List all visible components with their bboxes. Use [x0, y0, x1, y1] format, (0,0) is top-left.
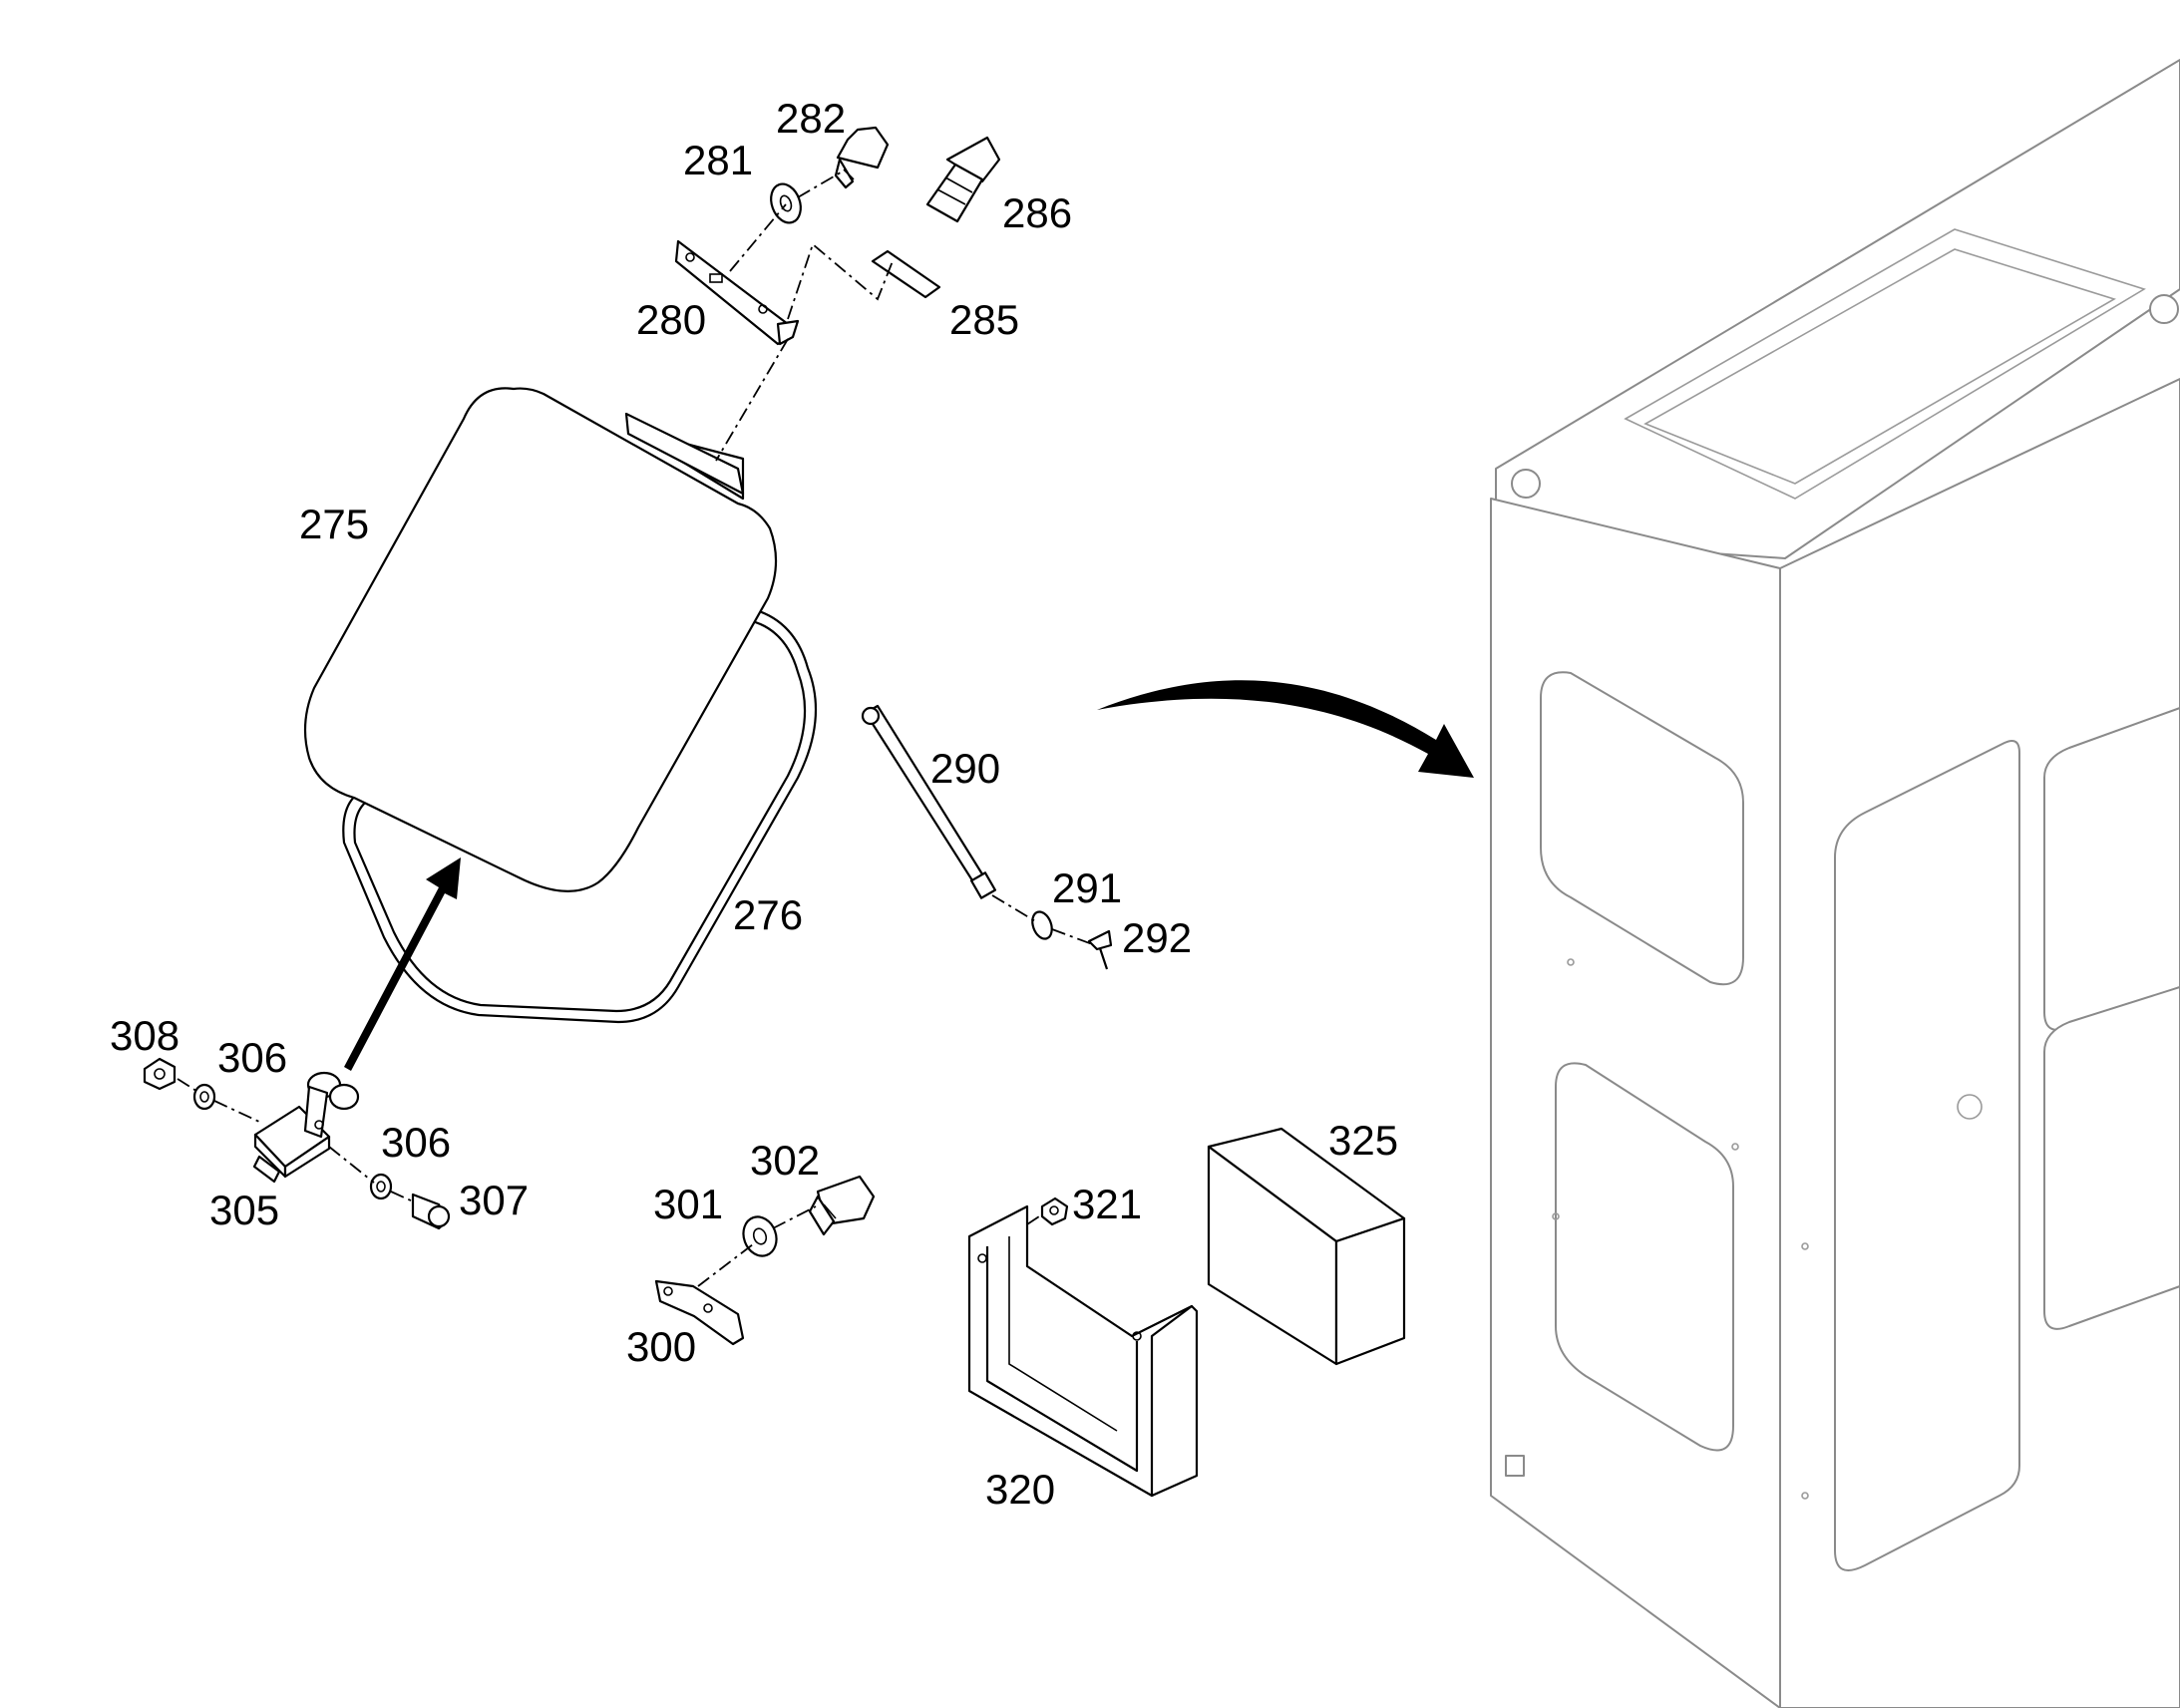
- part-282-bolt: [834, 126, 890, 189]
- part-321-nut: [1040, 1196, 1069, 1226]
- part-307-screw: [411, 1193, 451, 1230]
- part-325-box: [1207, 1127, 1406, 1366]
- part-305-clamp: [252, 1071, 360, 1184]
- leader-306-305: [213, 1100, 260, 1123]
- callout-280: 280: [636, 296, 706, 343]
- callout-300: 300: [626, 1323, 696, 1370]
- callout-305: 305: [209, 1187, 279, 1233]
- callout-276: 276: [733, 891, 803, 938]
- leader-308-306: [177, 1078, 200, 1094]
- leader-290-291: [991, 894, 1038, 923]
- leader-320-321: [1026, 1213, 1043, 1225]
- insert-arrow: [344, 857, 461, 1071]
- part-301-washer: [742, 1215, 778, 1257]
- callout-282: 282: [776, 95, 846, 142]
- leader-305-306b: [328, 1146, 375, 1184]
- callout-285: 285: [949, 296, 1019, 343]
- leader-301-302: [772, 1205, 817, 1229]
- part-300-bracket: [654, 1279, 745, 1346]
- callout-301: 301: [653, 1181, 723, 1227]
- part-302-bolt: [808, 1175, 876, 1236]
- callout-290: 290: [930, 745, 1000, 792]
- part-275-cover: [303, 387, 778, 892]
- part-286-bolt: [925, 136, 1001, 223]
- callout-302: 302: [750, 1137, 820, 1184]
- callout-320: 320: [985, 1466, 1055, 1513]
- leader-300-301: [697, 1243, 754, 1287]
- callout-306-lower: 306: [381, 1119, 451, 1166]
- callout-286: 286: [1002, 189, 1072, 236]
- callout-307: 307: [459, 1177, 529, 1223]
- part-285-strip: [871, 249, 941, 299]
- part-290-strap: [861, 704, 997, 899]
- machine-frame: [1490, 59, 2180, 1708]
- callout-291: 291: [1052, 864, 1122, 911]
- callout-308: 308: [110, 1012, 180, 1059]
- callout-325: 325: [1328, 1117, 1398, 1164]
- callout-labels: 275 276 280 281 282 285 286 290 291 292 …: [110, 95, 1398, 1513]
- part-308-nut: [143, 1057, 177, 1091]
- part-292-screw: [1087, 929, 1113, 970]
- callout-306-upper: 306: [217, 1034, 287, 1081]
- part-291-washer: [1031, 910, 1053, 940]
- callout-292: 292: [1122, 914, 1192, 961]
- part-320-u-bracket: [967, 1204, 1199, 1498]
- part-306-washer-b: [369, 1173, 393, 1200]
- leader-lines-top: [715, 169, 894, 462]
- assembly-arrow: [1097, 680, 1474, 778]
- part-306-washer-a: [192, 1083, 216, 1111]
- callout-321: 321: [1072, 1181, 1142, 1227]
- callout-281: 281: [683, 137, 753, 183]
- callout-275: 275: [299, 501, 369, 547]
- part-280-bracket: [674, 239, 800, 346]
- leader-291-292: [1051, 928, 1096, 946]
- leader-306b-307: [390, 1191, 414, 1202]
